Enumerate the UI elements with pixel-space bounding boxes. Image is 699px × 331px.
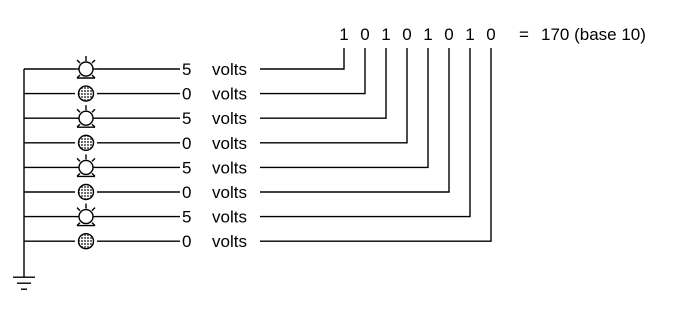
bulb-globe-dark bbox=[77, 183, 95, 201]
voltage-value: 0 bbox=[182, 134, 191, 153]
voltage-unit: volts bbox=[212, 183, 247, 202]
voltage-value: 0 bbox=[182, 183, 191, 202]
bulb-row: 0 volts bbox=[24, 48, 366, 104]
bit-digit: 1 bbox=[465, 25, 474, 44]
lit-bulb-icon bbox=[75, 154, 97, 178]
label-to-bit-connector bbox=[260, 48, 408, 144]
bulb-ray bbox=[91, 59, 96, 64]
bulb-globe bbox=[78, 208, 94, 225]
voltage-unit: volts bbox=[212, 134, 247, 153]
bulb-row: 5 volts bbox=[24, 48, 471, 227]
decimal-result: 170 (base 10) bbox=[541, 25, 646, 44]
bulb-row: 5 volts bbox=[24, 48, 387, 128]
ground-symbol-icon bbox=[13, 276, 35, 290]
voltage-unit: volts bbox=[212, 208, 247, 227]
bulb-globe bbox=[78, 61, 94, 77]
label-to-bit-connector bbox=[260, 48, 366, 95]
bulb-globe-dark bbox=[77, 232, 95, 250]
dark-bulb-icon bbox=[77, 183, 95, 201]
bulb-ray bbox=[76, 108, 81, 113]
label-to-bit-connector bbox=[260, 48, 492, 242]
bulb-ray bbox=[91, 207, 96, 212]
voltage-value: 5 bbox=[182, 109, 191, 128]
bit-digit: 0 bbox=[402, 25, 411, 44]
voltage-value: 5 bbox=[182, 208, 191, 227]
label-to-bit-connector bbox=[260, 48, 387, 119]
voltage-value: 0 bbox=[182, 85, 191, 104]
bulb-row: 0 volts bbox=[24, 48, 408, 153]
bulb-ray bbox=[76, 157, 81, 162]
bit-digit: 1 bbox=[423, 25, 432, 44]
bulb-globe-dark bbox=[77, 134, 95, 152]
lit-bulb-icon bbox=[75, 56, 97, 79]
lit-bulb-icon bbox=[75, 203, 97, 227]
bit-digit: 1 bbox=[381, 25, 390, 44]
bulb-globe bbox=[78, 159, 94, 176]
equals-sign: = bbox=[519, 25, 529, 44]
lit-bulb-icon bbox=[75, 105, 97, 128]
bit-digit: 1 bbox=[339, 25, 348, 44]
dark-bulb-icon bbox=[77, 85, 95, 102]
bulb-globe bbox=[78, 110, 94, 126]
bulb-row: 5 volts bbox=[24, 48, 429, 178]
voltage-unit: volts bbox=[212, 109, 247, 128]
label-to-bit-connector bbox=[260, 48, 471, 218]
bit-digit: 0 bbox=[360, 25, 369, 44]
bit-digit: 0 bbox=[486, 25, 495, 44]
bulb-ray bbox=[76, 59, 81, 64]
label-to-bit-connector bbox=[260, 48, 429, 169]
voltage-value: 5 bbox=[182, 60, 191, 79]
label-to-bit-connector bbox=[260, 48, 345, 70]
bulb-row: 0 volts bbox=[24, 48, 450, 202]
dark-bulb-icon bbox=[77, 134, 95, 152]
bulb-ray bbox=[76, 207, 81, 212]
bulb-row: 5 volts bbox=[24, 48, 345, 79]
label-to-bit-connector bbox=[260, 48, 450, 193]
voltage-unit: volts bbox=[212, 232, 247, 251]
bulb-row: 0 volts bbox=[24, 48, 492, 251]
voltage-value: 0 bbox=[182, 232, 191, 251]
voltage-value: 5 bbox=[182, 158, 191, 177]
voltage-unit: volts bbox=[212, 60, 247, 79]
bulb-globe-dark bbox=[77, 85, 95, 102]
bulb-ray bbox=[91, 157, 96, 162]
dark-bulb-icon bbox=[77, 232, 95, 250]
voltage-unit: volts bbox=[212, 158, 247, 177]
voltage-unit: volts bbox=[212, 85, 247, 104]
bulb-ray bbox=[91, 108, 96, 113]
bit-digit: 0 bbox=[444, 25, 453, 44]
